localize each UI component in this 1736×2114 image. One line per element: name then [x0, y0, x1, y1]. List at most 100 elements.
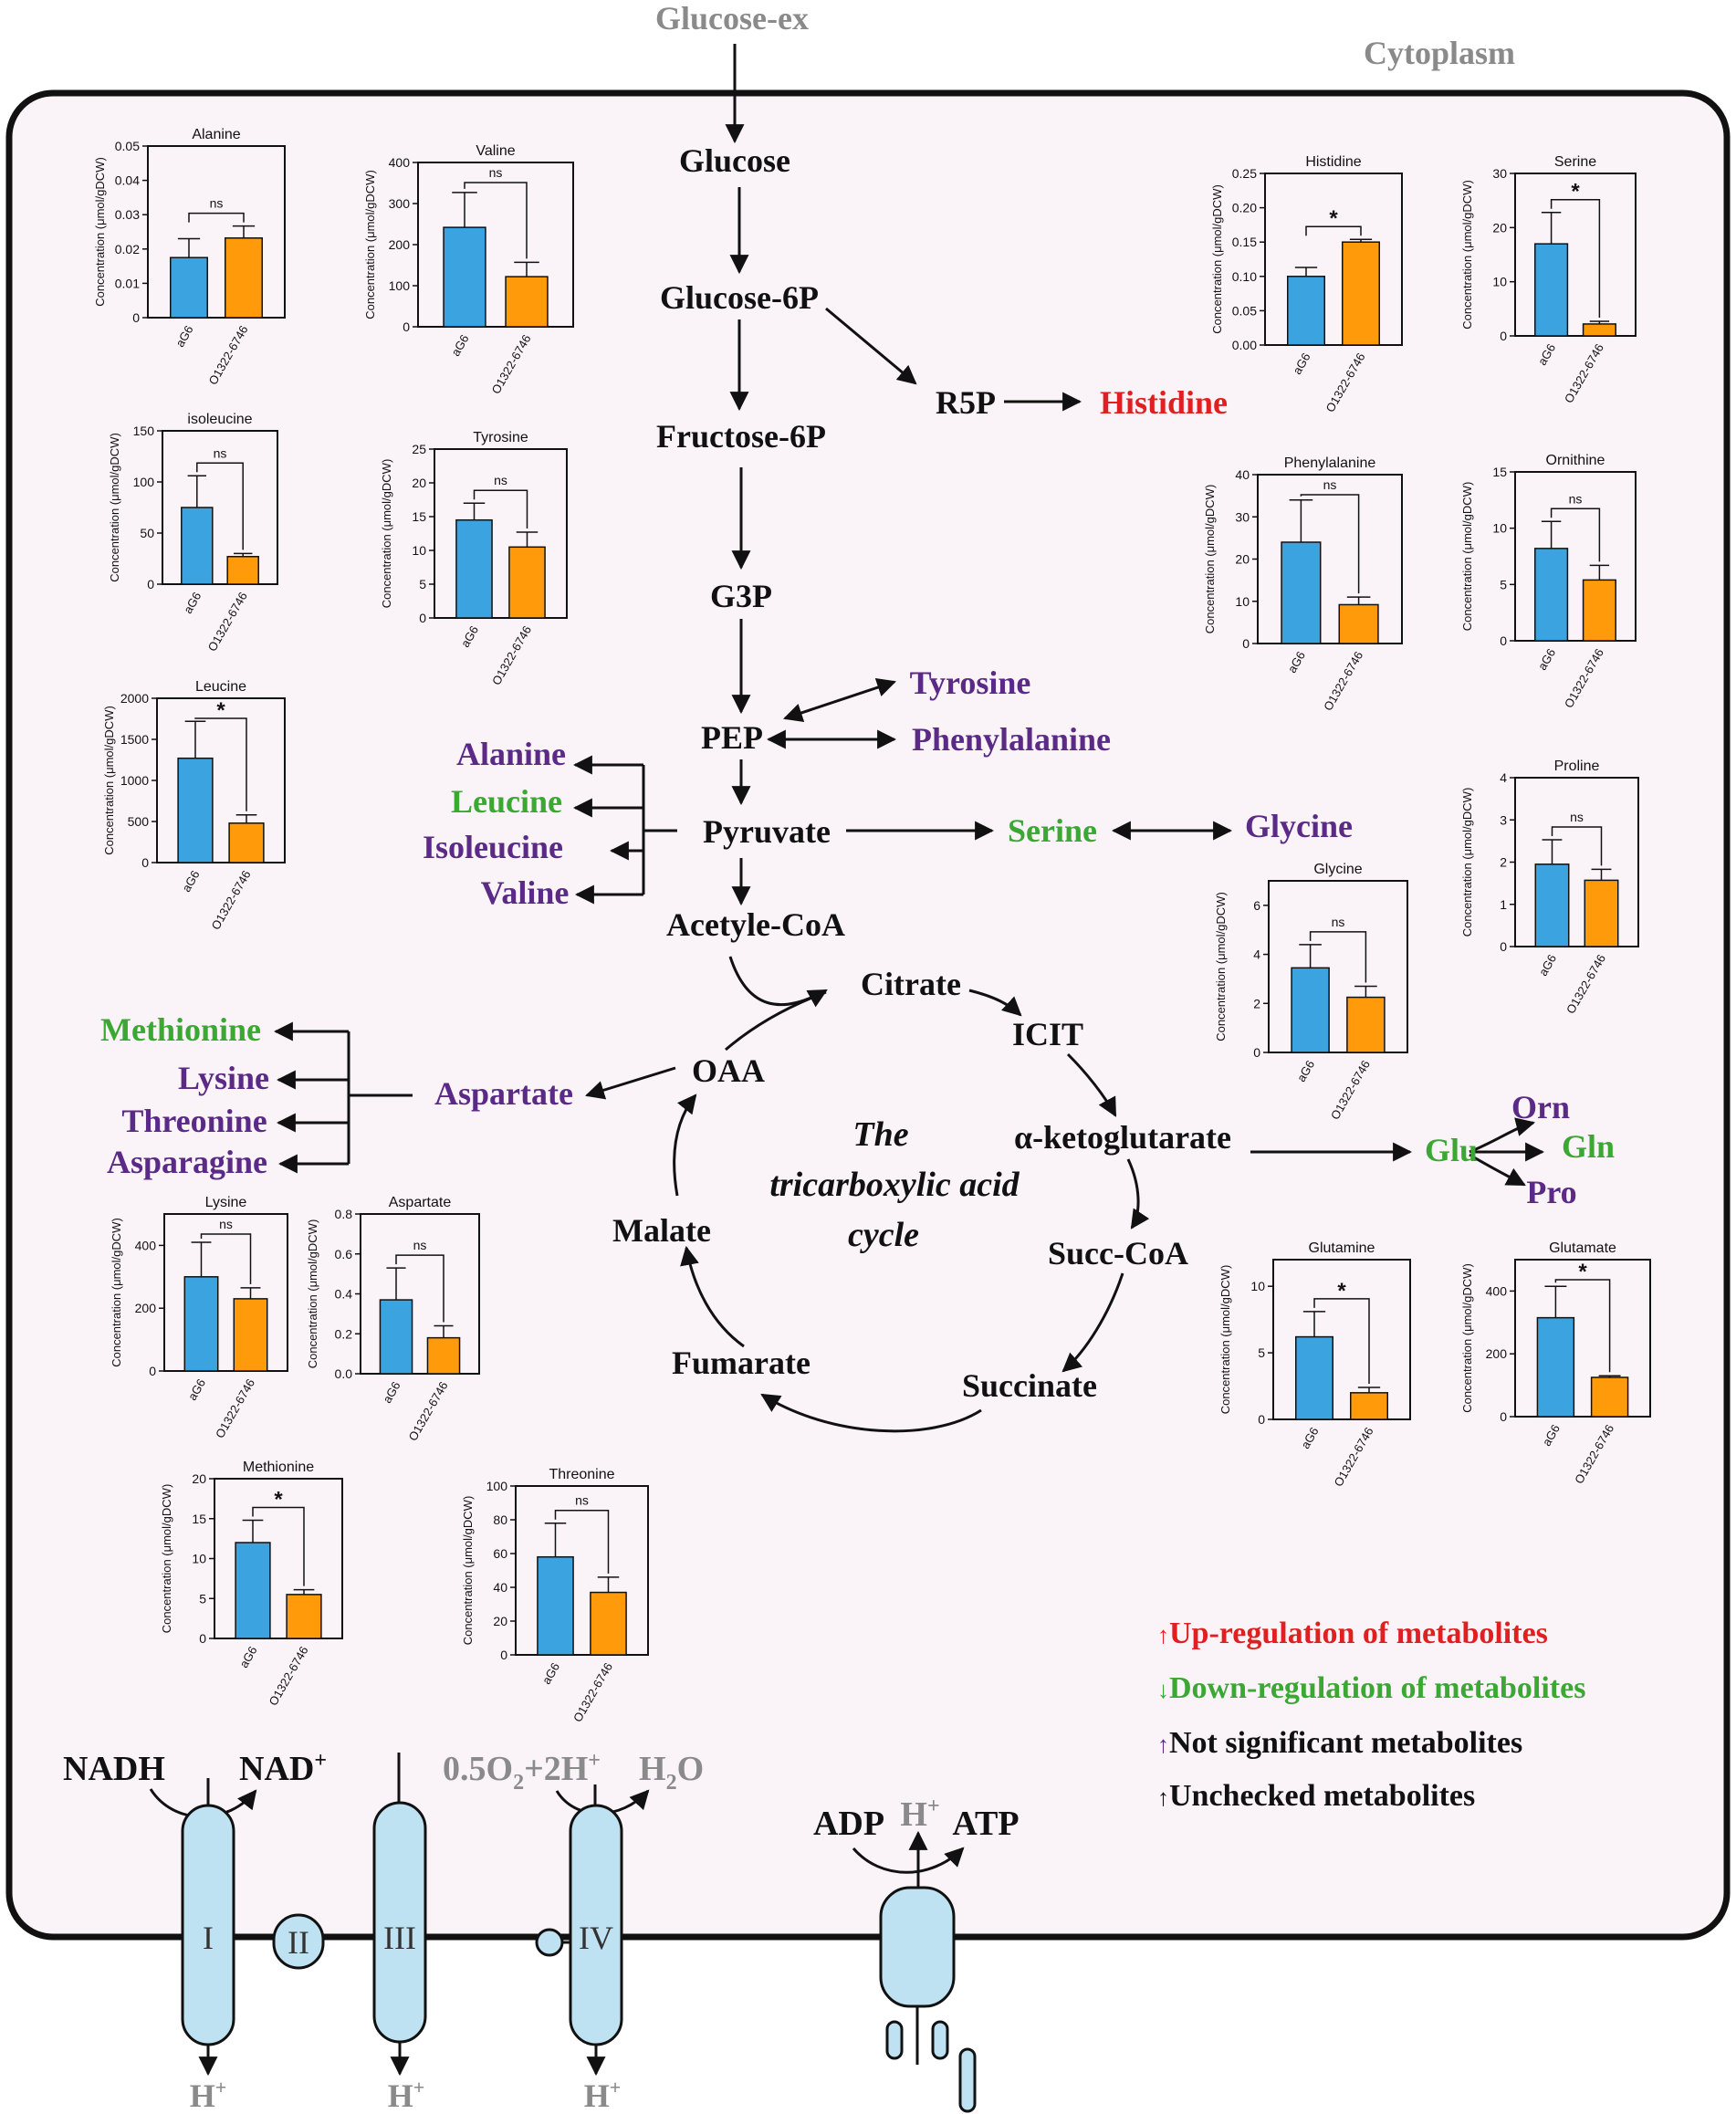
etc-h2o-h: H — [639, 1750, 666, 1788]
plot-frame — [515, 1485, 649, 1656]
cytochrome-c — [535, 1928, 564, 1957]
cell-membrane — [5, 89, 1731, 1941]
y-tick-label: 10 — [192, 1552, 206, 1566]
y-tick-label: 30 — [1492, 166, 1507, 181]
bar-o1322-6746 — [233, 1298, 268, 1372]
significance-bracket — [473, 489, 528, 529]
significance-bracket — [252, 1506, 305, 1586]
y-tick-label: 40 — [493, 1580, 507, 1595]
node-isoleucine: Isoleucine — [423, 829, 563, 865]
node-aspartate: Aspartate — [434, 1075, 573, 1112]
node-orn: Orn — [1511, 1089, 1570, 1125]
bar-ag6 — [443, 226, 486, 328]
y-tick-label: 10 — [412, 543, 426, 558]
etc-water: H2O — [639, 1750, 704, 1795]
y-tick-label: 2 — [1253, 996, 1260, 1010]
y-tick-label: 10 — [1235, 594, 1250, 609]
y-axis-label: Concentration (μmol/gDCW) — [102, 706, 116, 855]
bar-o1322-6746 — [228, 822, 265, 863]
y-axis-label: Concentration (μmol/gDCW) — [1460, 482, 1474, 632]
legend-unchecked-arrow: ↑ — [1157, 1784, 1169, 1811]
significance-label: ns — [489, 165, 503, 180]
chart-title: Ornithine — [1546, 453, 1605, 468]
significance-label: ns — [494, 473, 507, 487]
y-tick-label: 0 — [199, 1631, 206, 1646]
y-tick-label: 100 — [133, 475, 155, 489]
bar-ag6 — [235, 1542, 271, 1639]
y-tick-label: 80 — [493, 1512, 507, 1527]
legend-ns-arrow: ↑ — [1157, 1732, 1169, 1758]
amino-acid-labels: Histidine Tyrosine Phenylalanine Alanine… — [100, 384, 1615, 1210]
complex-ii-label: II — [288, 1924, 309, 1961]
legend-up-text: Up-regulation of metabolites — [1169, 1617, 1548, 1650]
node-pro: Pro — [1526, 1174, 1576, 1210]
etc-atp-arrow — [852, 1847, 965, 1874]
chart-title: Glutamate — [1549, 1240, 1616, 1256]
node-threonine: Threonine — [121, 1103, 267, 1139]
y-axis-label: Concentration (μmol/gDCW) — [160, 1484, 173, 1634]
significance-label: ns — [413, 1238, 427, 1252]
bar-ag6 — [1536, 1316, 1575, 1418]
y-tick-label: 2000 — [120, 691, 149, 706]
electron-transport-chain: NADH NAD+ 0.5O2+2H+ H2O ADP H+ ATP I II … — [63, 1749, 1020, 2114]
y-tick-label: 0 — [149, 1364, 156, 1378]
significance-bracket — [196, 462, 244, 550]
legend-ns: ↑Not significant metabolites — [1157, 1726, 1522, 1760]
chart-title: Lysine — [205, 1195, 247, 1210]
chart-title: Methionine — [243, 1460, 314, 1475]
plot-frame — [163, 1213, 288, 1372]
y-tick-label: 5 — [1258, 1345, 1265, 1360]
node-fumarate: Fumarate — [672, 1345, 810, 1381]
y-tick-label: 50 — [140, 526, 154, 540]
significance-bracket — [1550, 198, 1601, 318]
etc-o2-b: +2H — [524, 1750, 588, 1788]
y-tick-label: 30 — [1235, 509, 1250, 524]
bar-ag6 — [1287, 276, 1325, 346]
significance-bracket — [1313, 1298, 1370, 1384]
chart-title: Phenylalanine — [1284, 455, 1376, 471]
significance-bracket — [554, 1509, 610, 1574]
y-axis-label: Concentration (μmol/gDCW) — [461, 1496, 475, 1646]
y-tick-label: 20 — [412, 476, 426, 490]
chart-title: Aspartate — [389, 1195, 452, 1210]
y-tick-label: 6 — [1253, 898, 1260, 913]
complex-ii — [272, 1913, 325, 1970]
proton-iii-text: H — [388, 2077, 413, 2114]
significance-bracket — [1551, 826, 1603, 866]
etc-nad: NAD+ — [239, 1749, 327, 1788]
bar-ag6 — [1534, 243, 1569, 337]
y-axis-label: Concentration (μmol/gDCW) — [1218, 1265, 1232, 1415]
chart-title: Glycine — [1313, 862, 1362, 877]
y-tick-label: 20 — [1492, 220, 1507, 235]
pathway-arrows — [273, 44, 1545, 1433]
y-tick-label: 0.0 — [335, 1366, 353, 1381]
node-malate: Malate — [612, 1212, 711, 1249]
bar-ag6 — [177, 757, 214, 863]
plot-frame — [147, 145, 286, 319]
y-tick-label: 400 — [135, 1238, 157, 1252]
proton-i-text: H — [190, 2077, 215, 2114]
bar-o1322-6746 — [226, 556, 259, 585]
legend-up: ↑Up-regulation of metabolites — [1157, 1617, 1548, 1650]
plot-frame — [1514, 173, 1637, 337]
significance-label: * — [1329, 206, 1338, 231]
y-tick-label: 0.15 — [1232, 235, 1257, 249]
y-tick-label: 0.20 — [1232, 201, 1257, 215]
bar-o1322-6746 — [1584, 879, 1619, 947]
etc-h-center-sup: + — [927, 1795, 940, 1818]
y-axis-label: Concentration (μmol/gDCW) — [363, 170, 377, 319]
y-tick-label: 300 — [389, 196, 411, 211]
etc-adp: ADP — [813, 1805, 884, 1843]
proton-iv-text: H — [584, 2077, 610, 2114]
significance-label: ns — [1570, 810, 1584, 824]
bar-ag6 — [170, 256, 208, 319]
significance-bracket — [200, 1233, 252, 1284]
significance-label: * — [1337, 1279, 1346, 1303]
significance-bracket — [1309, 931, 1367, 983]
node-fructose-6p: Fructose-6P — [656, 418, 826, 455]
cytoplasm-label: Cytoplasm — [1364, 35, 1515, 71]
significance-bracket — [395, 1254, 444, 1323]
plot-frame — [434, 448, 568, 619]
